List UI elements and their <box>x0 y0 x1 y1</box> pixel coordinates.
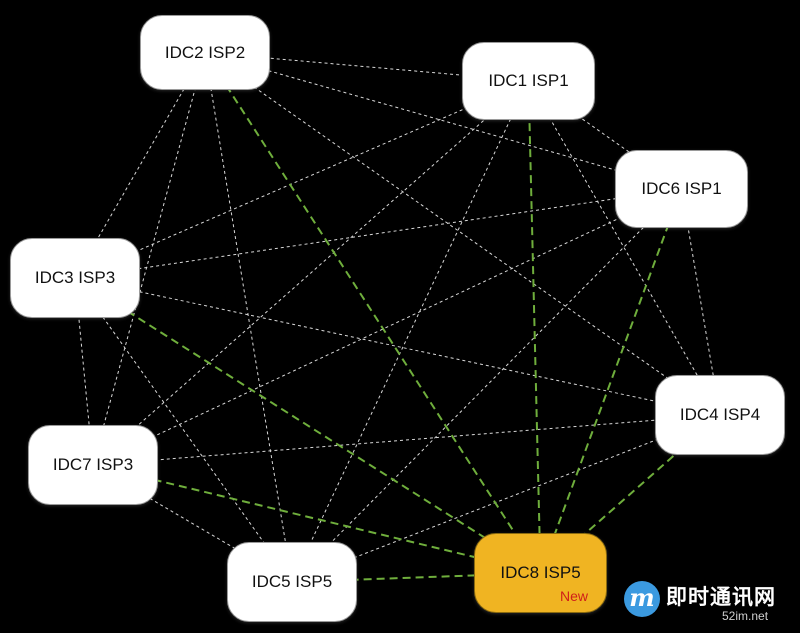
node-label: IDC2 ISP2 <box>164 42 246 62</box>
node-label: IDC8 ISP5 <box>500 563 581 582</box>
node-idc5: IDC5 ISP5 <box>227 542 357 622</box>
site-name: 即时通讯网 <box>666 585 776 609</box>
link-idc4-idc7 <box>92 414 721 466</box>
node-idc7: IDC7 ISP3 <box>28 425 158 505</box>
link-idc3-idc4 <box>74 277 721 416</box>
node-idc6: IDC6 ISP1 <box>615 150 748 228</box>
link-idc6-idc7 <box>92 188 682 466</box>
node-idc4: IDC4 ISP4 <box>655 375 785 455</box>
new-badge: New <box>559 588 588 604</box>
new-link-idc8-idc6 <box>539 188 683 574</box>
new-link-idc8-idc2 <box>204 51 542 574</box>
node-label: IDC1 ISP1 <box>488 71 569 90</box>
site-logo-icon: m <box>624 581 660 617</box>
watermark: m 即时通讯网 52im.net <box>624 579 794 629</box>
link-idc2-idc4 <box>204 52 721 416</box>
site-url: 52im.net <box>722 609 769 623</box>
link-idc3-idc5 <box>74 277 293 583</box>
node-idc1: IDC1 ISP1 <box>462 42 595 120</box>
link-idc1-idc7 <box>92 80 529 466</box>
link-idc2-idc6 <box>204 52 682 190</box>
node-idc8-new: IDC8 ISP5 New <box>474 533 607 613</box>
link-idc1-idc4 <box>528 80 721 416</box>
node-label: IDC7 ISP3 <box>52 455 134 474</box>
link-idc1-idc5 <box>291 80 529 583</box>
link-idc1-idc3 <box>74 80 529 279</box>
node-idc2: IDC2 ISP2 <box>140 15 270 90</box>
node-label: IDC5 ISP5 <box>251 572 333 591</box>
new-link-idc8-idc1 <box>527 80 542 574</box>
new-link-idc8-idc7 <box>92 464 541 574</box>
link-idc4-idc5 <box>291 414 721 583</box>
link-idc6-idc3 <box>74 188 682 279</box>
link-idc2-idc7 <box>92 52 206 466</box>
node-idc3: IDC3 ISP3 <box>10 238 140 318</box>
node-label: IDC4 ISP4 <box>679 405 761 424</box>
node-label: IDC6 ISP1 <box>641 179 722 198</box>
new-link-idc8-idc3 <box>74 277 542 574</box>
link-idc6-idc5 <box>291 188 682 583</box>
node-label: IDC3 ISP3 <box>34 268 116 287</box>
